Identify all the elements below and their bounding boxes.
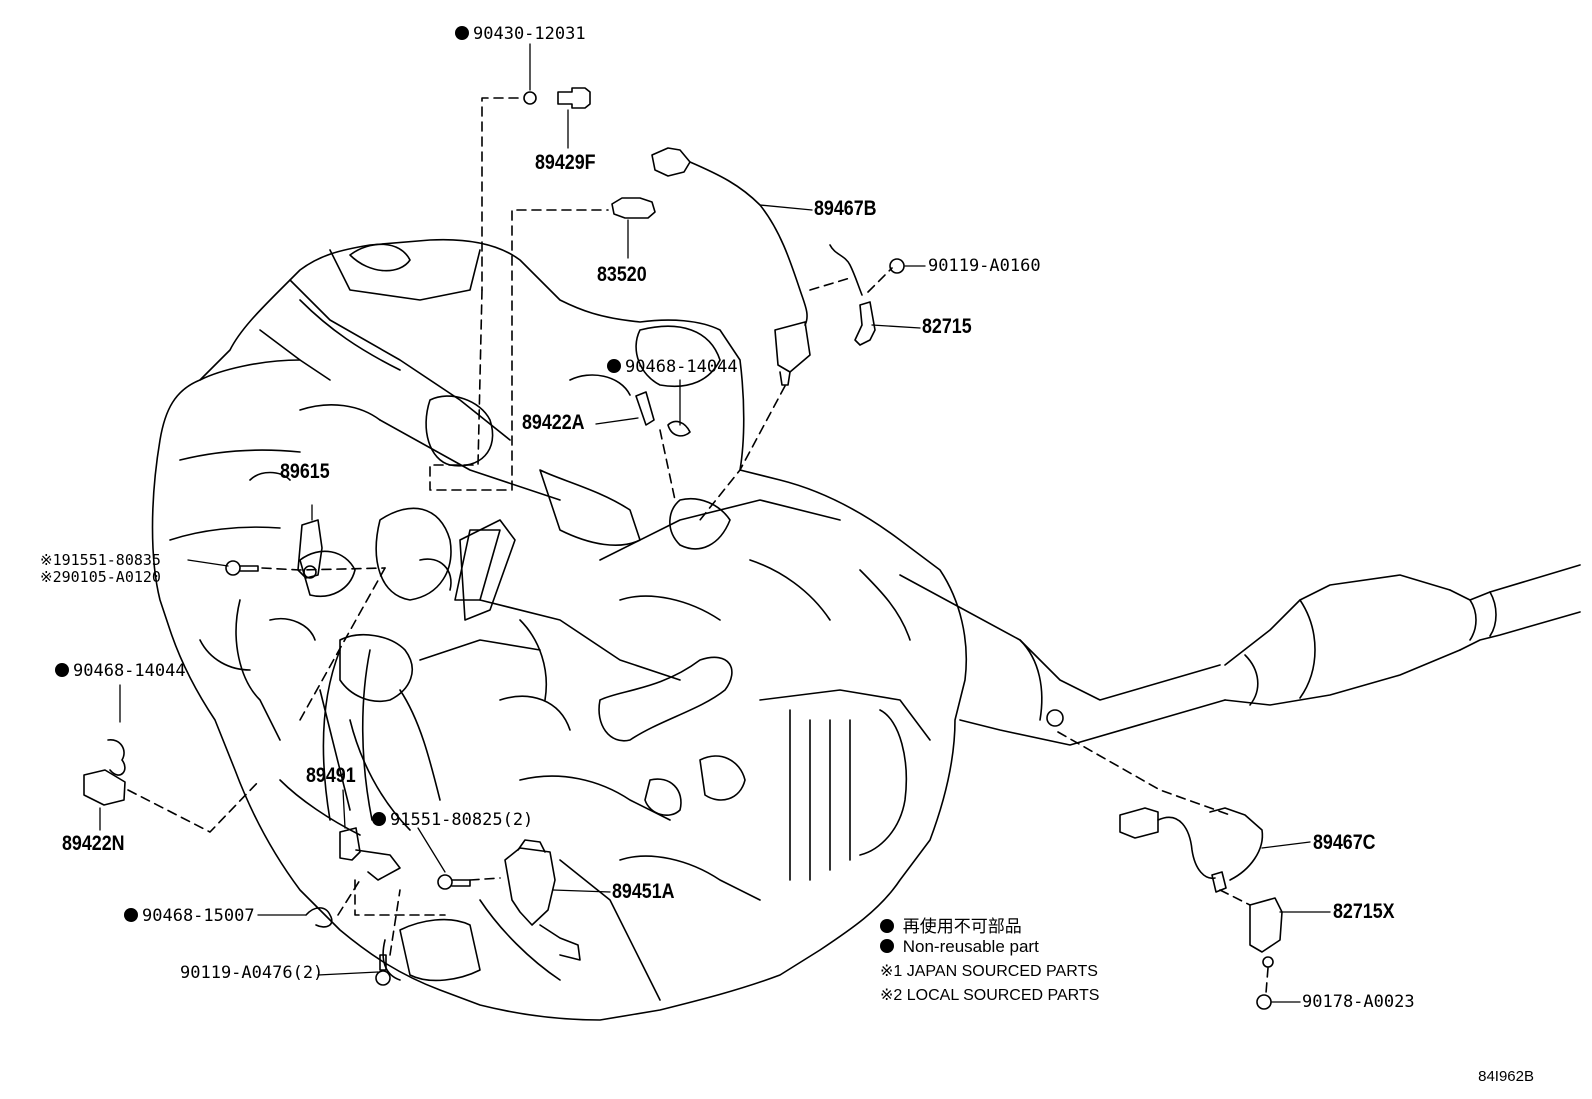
part-label-89422N: 89422N xyxy=(62,832,125,855)
legend-note-1: ※1 JAPAN SOURCED PARTS xyxy=(880,963,1098,980)
part-label-89451A: 89451A xyxy=(612,880,675,903)
part-label-89422A: 89422A xyxy=(522,411,585,434)
part-label-90105-A0120: ※290105-A0120 xyxy=(40,568,161,586)
engine-transaxle-outline xyxy=(151,238,968,1021)
part-label-90430-12031: 90430-12031 xyxy=(455,24,586,44)
part-label-90119-A0160: 90119-A0160 xyxy=(928,256,1041,276)
part-glyphs xyxy=(83,87,1283,1010)
legend-non-reusable: Non-reusable part xyxy=(880,937,1039,957)
part-label-90468-15007: 90468-15007 xyxy=(124,906,255,926)
non-reusable-dot-icon xyxy=(124,908,138,922)
non-reusable-dot-icon xyxy=(372,812,386,826)
diagram-id: 84I962B xyxy=(1478,1068,1534,1085)
non-reusable-dot-icon xyxy=(607,359,621,373)
non-reusable-dot-icon xyxy=(55,663,69,677)
part-label-82715: 82715 xyxy=(922,315,972,338)
hoses xyxy=(322,529,501,982)
legend-japanese: 再使用不可部品 xyxy=(880,912,1022,937)
non-reusable-dot-icon xyxy=(880,939,894,953)
part-label-89467C: 89467C xyxy=(1313,831,1376,854)
part-label-89615: 89615 xyxy=(280,460,330,483)
exhaust-pipe xyxy=(899,564,1581,746)
part-label-91551-80825: 91551-80825(2) xyxy=(372,810,533,830)
non-reusable-dot-icon xyxy=(880,919,894,933)
part-label-89429F: 89429F xyxy=(535,151,596,174)
part-label-89491: 89491 xyxy=(306,764,356,787)
part-label-90119-A0476: 90119-A0476(2) xyxy=(180,963,324,983)
part-label-82715X: 82715X xyxy=(1333,900,1395,923)
part-label-90468-14044-top: 90468-14044 xyxy=(607,357,738,377)
dashed-leaders xyxy=(127,97,1269,994)
part-label-90178-A0023: 90178-A0023 xyxy=(1302,992,1415,1012)
part-label-90468-14044-left: 90468-14044 xyxy=(55,661,186,681)
part-label-89467B: 89467B xyxy=(814,197,877,220)
part-label-91551-80835: ※191551-80835 xyxy=(40,551,161,569)
non-reusable-dot-icon xyxy=(455,26,469,40)
solid-leaders xyxy=(99,43,1331,1003)
part-label-83520: 83520 xyxy=(597,263,647,286)
legend-note-2: ※2 LOCAL SOURCED PARTS xyxy=(880,987,1100,1004)
